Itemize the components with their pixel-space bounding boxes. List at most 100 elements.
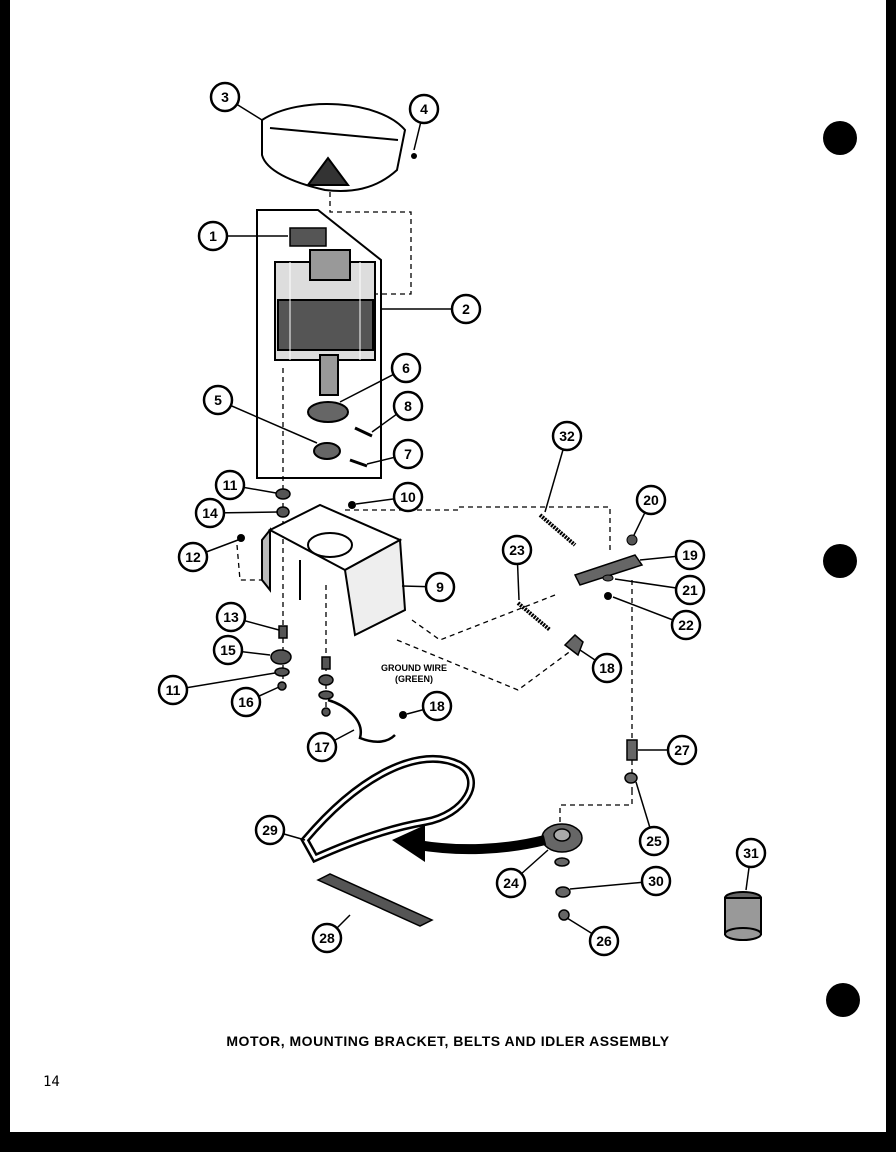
callout-circle-11	[214, 469, 246, 501]
callout-circle-22	[670, 609, 702, 641]
ground-wire-label-line2: (GREEN)	[395, 674, 433, 684]
callout-circle-18	[421, 690, 453, 722]
callout-number-19: 19	[682, 547, 698, 563]
callout-number-28: 28	[319, 930, 335, 946]
callout-circle-29	[254, 814, 286, 846]
page-number: 14	[43, 1074, 60, 1090]
callout-number-21: 21	[682, 582, 698, 598]
callout-number-17: 17	[314, 739, 330, 755]
callout-circle-21	[674, 574, 706, 606]
motor	[274, 249, 376, 396]
callout-number-14: 14	[202, 505, 218, 521]
callout-circle-20	[635, 484, 667, 516]
callout-circle-32	[551, 420, 583, 452]
diagram-sheet	[10, 0, 886, 1132]
callout-circle-30	[640, 865, 672, 897]
idler-hardware	[541, 739, 638, 921]
callout-group: 1234567891011111213141516171818192021222…	[157, 81, 767, 957]
callout-number-26: 26	[596, 933, 612, 949]
callout-number-25: 25	[646, 833, 662, 849]
callout-number-3: 3	[221, 89, 229, 105]
callout-leaders	[172, 96, 752, 942]
callout-circle-10	[392, 481, 424, 513]
nut-21	[626, 534, 638, 546]
pulley-6	[307, 401, 349, 423]
callout-number-16: 16	[238, 694, 254, 710]
pin-7	[349, 458, 368, 468]
diagram-caption: MOTOR, MOUNTING BRACKET, BELTS AND IDLER…	[226, 1033, 670, 1049]
callout-number-4: 4	[420, 101, 428, 117]
callout-number-10: 10	[400, 489, 416, 505]
pulley-5	[313, 442, 341, 460]
callout-number-7: 7	[404, 446, 412, 462]
callout-number-15: 15	[220, 642, 236, 658]
callout-circle-31	[735, 837, 767, 869]
callout-circle-27	[666, 734, 698, 766]
callout-circle-25	[638, 825, 670, 857]
bracket-19	[563, 633, 584, 657]
callout-leader-11	[172, 672, 276, 691]
rotation-arrow	[417, 835, 547, 855]
callout-number-24: 24	[503, 875, 519, 891]
cog-belt	[316, 873, 434, 927]
rotation-arrowhead	[392, 825, 425, 862]
callout-number-32: 32	[559, 428, 575, 444]
callout-circle-3	[209, 81, 241, 113]
callout-circle-28	[311, 922, 343, 954]
callout-circle-5	[202, 384, 234, 416]
screw-4	[411, 153, 417, 159]
callout-circle-23	[501, 534, 533, 566]
callout-number-18: 18	[429, 698, 445, 714]
binder-hole	[823, 544, 857, 578]
callout-number-9: 9	[436, 579, 444, 595]
callout-circle-16	[230, 686, 262, 718]
mounting-bracket	[261, 503, 407, 637]
spring-33	[538, 513, 577, 547]
callout-number-29: 29	[262, 822, 278, 838]
callout-number-6: 6	[402, 360, 410, 376]
callout-circle-12	[177, 541, 209, 573]
callout-circle-19	[674, 539, 706, 571]
callout-number-27: 27	[674, 742, 690, 758]
callout-number-2: 2	[462, 301, 470, 317]
idler-arm	[573, 554, 644, 586]
callout-circle-26	[588, 925, 620, 957]
callout-circle-1	[197, 220, 229, 252]
callout-number-31: 31	[743, 845, 759, 861]
callout-circle-7	[392, 438, 424, 470]
callout-number-1: 1	[209, 228, 217, 244]
callout-circle-2	[450, 293, 482, 325]
callout-circle-13	[215, 601, 247, 633]
callout-number-11: 11	[166, 682, 181, 698]
callout-number-23: 23	[509, 542, 525, 558]
callout-number-20: 20	[643, 492, 659, 508]
callout-leader-5	[217, 399, 318, 444]
callout-circle-8	[392, 390, 424, 422]
callout-number-8: 8	[404, 398, 412, 414]
motor-cover	[261, 103, 407, 192]
callout-circle-9	[424, 571, 456, 603]
terminal-block	[289, 227, 327, 247]
callout-number-22: 22	[678, 617, 694, 633]
callout-number-30: 30	[648, 873, 664, 889]
callout-circle-6	[390, 352, 422, 384]
left-hardware	[270, 488, 334, 717]
callout-circle-15	[212, 634, 244, 666]
spring-24	[516, 601, 552, 632]
bolt-23	[604, 592, 612, 600]
callout-number-5: 5	[214, 392, 222, 408]
callout-circle-18	[591, 652, 623, 684]
screw-12	[237, 534, 245, 542]
screw-18	[399, 711, 407, 719]
pin-8	[354, 426, 373, 438]
callout-circle-24	[495, 867, 527, 899]
binder-hole	[823, 121, 857, 155]
capacitor	[724, 891, 762, 941]
ground-wire	[327, 698, 396, 743]
screw-10	[348, 501, 356, 509]
callout-circle-11	[157, 674, 189, 706]
callout-number-11: 11	[223, 477, 238, 493]
callout-circle-17	[306, 731, 338, 763]
motor-box-outline	[256, 209, 382, 479]
